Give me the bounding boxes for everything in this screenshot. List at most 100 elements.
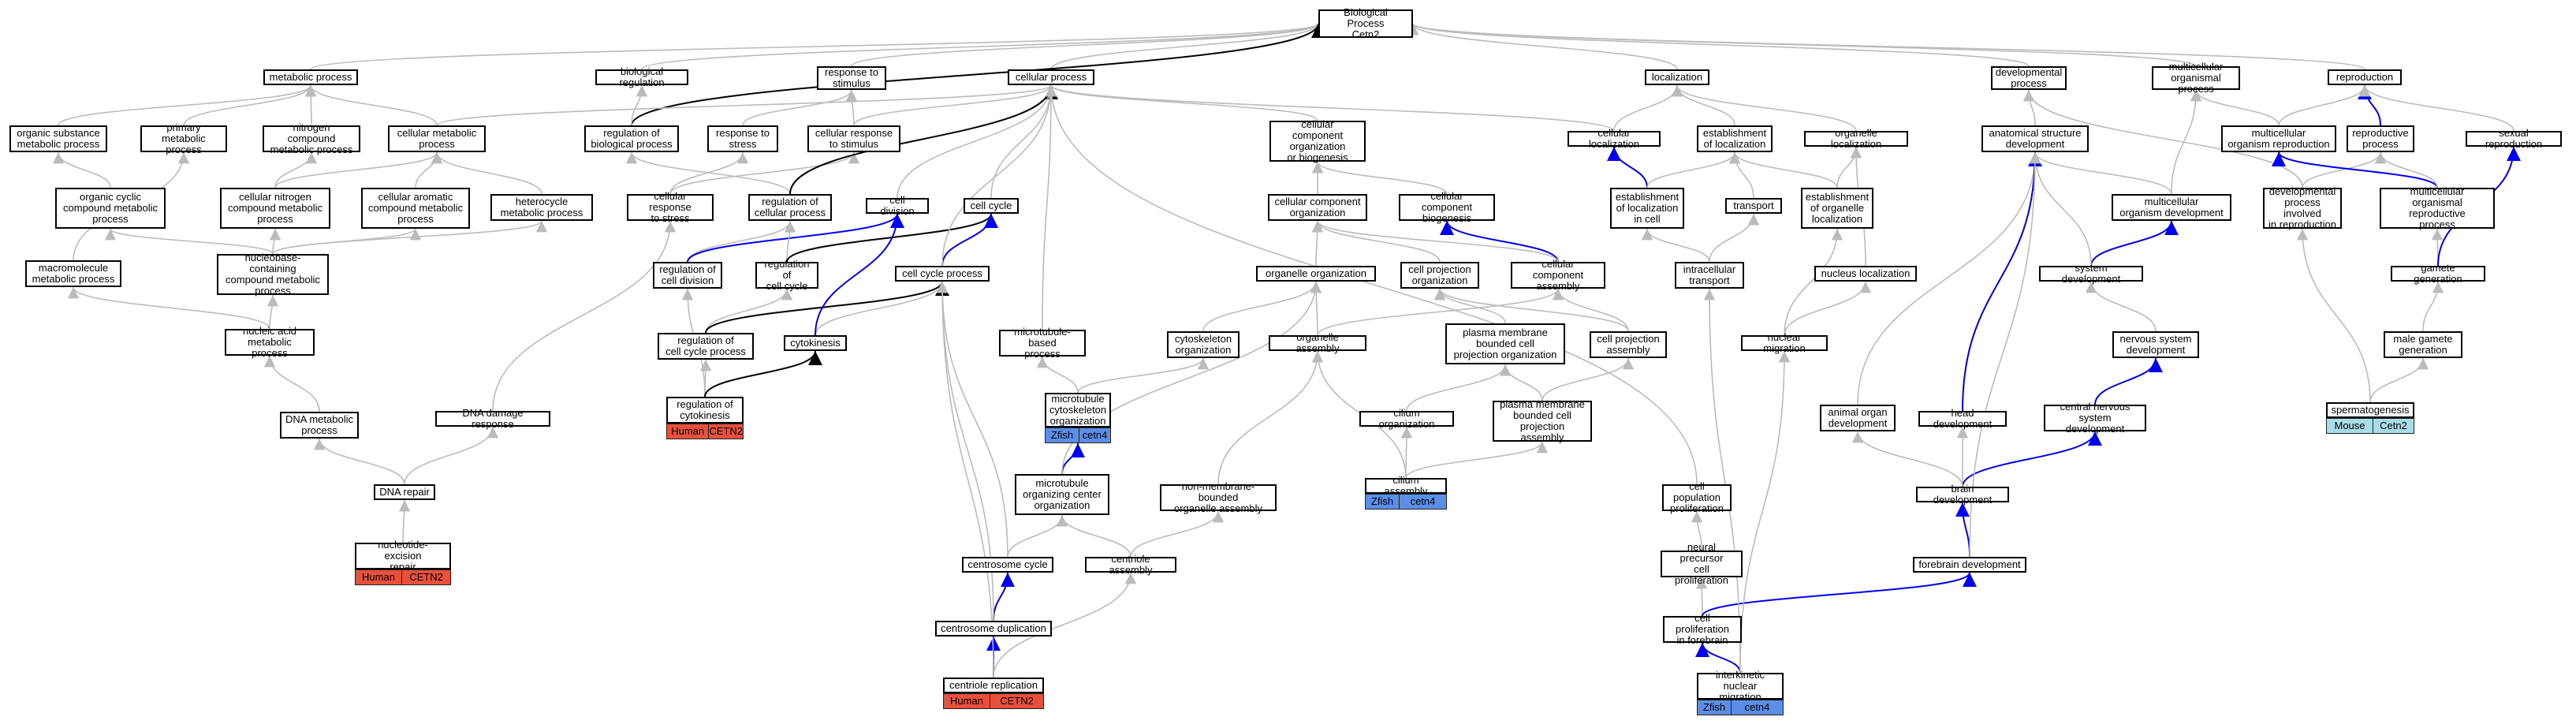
node-nucbase[interactable]: nucleobase-containing compound metabolic… [217,252,329,297]
node-dnarepair[interactable]: DNA repair [374,484,435,500]
node-regcelldiv[interactable]: regulation of cell division [653,262,722,289]
edge-dnarepair-to-dnamet [313,438,405,485]
node-ccassem[interactable]: cellular component assembly [1511,259,1605,292]
node-mtoc[interactable]: microtubule organizing center organizati… [1015,474,1109,515]
edge-centcyc-to-mtoc [1007,514,1068,558]
node-ccorg2[interactable]: cellular component organization [1268,194,1367,221]
node-nucmig[interactable]: nuclear migration [1741,332,1828,354]
node-sysdev[interactable]: system development [2039,263,2143,285]
node-centrep[interactable]: centriole replication [943,678,1044,693]
node-cellresstress[interactable]: cellular response to stress [627,191,714,224]
node-orgassem[interactable]: organelle assembly [1269,332,1366,354]
node-nervdev[interactable]: nervous system development [2112,331,2199,358]
node-estloc[interactable]: establishment of localization [1697,125,1773,152]
node-mcorgdev[interactable]: multicellular organism development [2112,194,2231,221]
node-devproc[interactable]: developmental process [1991,66,2067,90]
node-bp[interactable]: Biological Process Cetn2 [1318,7,1413,40]
node-braindev[interactable]: brain development [1916,483,2009,506]
node-mcorgrep[interactable]: multicellular organism reproduction [2221,125,2336,152]
node-regbio[interactable]: regulation of biological process [584,125,679,152]
node-pmbcpa[interactable]: plasma membrane bounded cell projection … [1493,399,1592,443]
edge-transport-to-estloc [1728,151,1754,199]
node-centcyc[interactable]: centrosome cycle [962,557,1053,573]
node-centassem[interactable]: centriole assembly [1085,554,1176,576]
node-cellproc[interactable]: cellular process [1008,69,1094,85]
node-pmbcpo[interactable]: plasma membrane bounded cell projection … [1445,323,1565,364]
node-cytokinesis[interactable]: cytokinesis [784,335,847,351]
node-orgorg[interactable]: organelle organization [1256,266,1376,282]
node-dnamet[interactable]: DNA metabolic process [280,412,359,439]
node-interkin[interactable]: interkinetic nuclear migration [1697,670,1784,703]
node-headdev[interactable]: head development [1918,408,2007,430]
node-metab[interactable]: metabolic process [263,69,358,85]
node-macro[interactable]: macromolecule metabolic process [25,260,121,287]
edge-cytokinesis-to-celldiv [815,213,904,336]
node-cellcyc[interactable]: cell cycle [964,198,1019,214]
node-cellpop[interactable]: cell population proliferation [1662,481,1732,514]
node-anatdev[interactable]: anatomical structure development [1981,125,2089,152]
node-intra[interactable]: intracellular transport [1675,262,1744,289]
node-orgsub[interactable]: organic substance metabolic process [9,125,107,152]
gene-label: CETN2 [708,424,743,439]
node-celloc[interactable]: cellular localization [1568,128,1661,150]
node-malegam[interactable]: male gamete generation [2384,331,2462,358]
node-cellarom[interactable]: cellular aromatic compound metabolic pro… [361,188,470,229]
edge-ccassem-to-ccorg2 [1311,220,1559,263]
node-repro[interactable]: reproduction [2328,69,2402,85]
node-resp[interactable]: response to stimulus [817,66,886,90]
node-hetero[interactable]: heterocycle metabolic process [490,194,593,221]
node-mtbased[interactable]: microtubule-based process [999,327,1086,360]
node-cellresp[interactable]: cellular response to stimulus [807,125,900,152]
node-ciliumassem[interactable]: cilium assembly [1365,475,1447,497]
edge-regcelldiv-to-regcell [687,220,796,263]
node-centdup[interactable]: centrosome duplication [935,621,1052,637]
node-devrep[interactable]: developmental process involved in reprod… [2263,186,2342,230]
node-regcellcyc[interactable]: regulation of cell cycle [755,259,818,292]
node-forebrain[interactable]: forebrain development [1913,557,2026,573]
node-nitro[interactable]: nitrogen compound metabolic process [263,122,360,155]
node-multiorg[interactable]: multicellular organismal process [2152,62,2240,95]
node-cnsdev[interactable]: central nervous system development [2044,401,2146,435]
edge-resp-to-bp [851,23,1324,67]
node-spermato[interactable]: spermatogenesis [2326,402,2414,418]
node-ciliumorg[interactable]: cilium organization [1359,408,1454,430]
node-mtcytoorg[interactable]: microtubule cytoskeleton organization [1045,393,1111,427]
node-cellprojassem[interactable]: cell projection assembly [1590,331,1667,358]
node-dnadam[interactable]: DNA damage response [435,408,550,430]
node-transport[interactable]: transport [1725,198,1782,214]
node-ner[interactable]: nucleotide-excision repair [355,539,451,573]
node-ccbio[interactable]: cellular component biogenesis [1399,191,1495,224]
edge-metab-to-bp [310,23,1324,70]
node-regcellcycproc[interactable]: regulation of cell cycle process [658,333,754,360]
node-nucloc[interactable]: nucleus localization [1814,266,1917,282]
node-orgloc[interactable]: organelle localization [1804,128,1908,150]
node-regcell[interactable]: regulation of cellular process [748,194,832,221]
node-cellnit[interactable]: cellular nitrogen compound metabolic pro… [220,188,330,229]
node-cellprolfore[interactable]: cell proliferation in forebrain [1663,613,1742,646]
node-bioreg[interactable]: biological regulation [595,66,688,88]
node-mcorgrepproc[interactable]: multicellular organismal reproductive pr… [2380,186,2495,230]
node-animorg[interactable]: animal organ development [1820,405,1896,431]
node-cellcycproc[interactable]: cell cycle process [895,266,990,282]
node-estlocincell[interactable]: establishment of localization in cell [1610,188,1684,229]
node-ccorg[interactable]: cellular component organization or bioge… [1269,119,1366,163]
node-cellproj[interactable]: cell projection organization [1400,262,1479,289]
node-celldiv[interactable]: cell division [866,195,929,217]
node-reprod[interactable]: reproductive process [2347,125,2414,152]
node-nucacid[interactable]: nucleic acid metabolic process [225,326,315,359]
edge-spermato-to-malegam [2369,357,2429,403]
node-regcytok[interactable]: regulation of cytokinesis [666,397,744,424]
node-sexrep[interactable]: sexual reproduction [2466,128,2562,150]
node-cytoorg[interactable]: cytoskeleton organization [1167,331,1240,358]
node-estorgloc[interactable]: establishment of organelle localization [1801,188,1873,229]
node-cellmet[interactable]: cellular metabolic process [388,125,486,152]
node-primmet[interactable]: primary metabolic process [140,122,227,155]
node-nonmem[interactable]: non-membrane-bounded organelle assembly [1160,481,1277,514]
node-neuralprec[interactable]: neural precursor cell proliferation [1661,542,1743,586]
node-local[interactable]: localization [1645,69,1709,85]
edge-regcelldiv-to-celldiv [687,213,904,263]
node-gamete[interactable]: gamete generation [2391,263,2485,285]
node-orgcyc[interactable]: organic cyclic compound metabolic proces… [55,188,166,229]
node-resstress[interactable]: response to stress [707,125,778,152]
